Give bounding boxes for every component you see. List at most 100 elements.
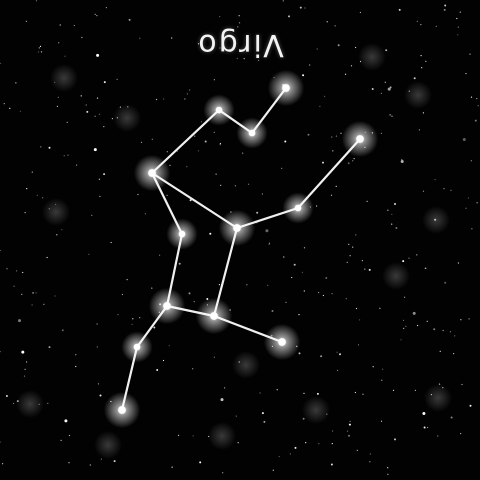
background-star	[268, 243, 270, 245]
background-star	[326, 21, 328, 23]
background-star	[303, 247, 306, 249]
background-star	[31, 171, 33, 173]
background-star	[387, 467, 389, 469]
background-star	[382, 368, 384, 370]
background-star	[301, 271, 303, 273]
background-star	[220, 398, 224, 402]
background-star	[418, 129, 420, 131]
background-star	[435, 25, 437, 27]
background-star	[457, 34, 459, 36]
background-star	[75, 354, 77, 356]
background-nebula-glows	[16, 43, 452, 459]
background-star	[387, 209, 389, 211]
background-star	[13, 402, 15, 405]
background-star	[394, 203, 396, 205]
background-star	[461, 383, 463, 386]
background-star	[309, 64, 311, 66]
background-star	[0, 351, 1, 353]
background-star	[426, 320, 428, 322]
background-star	[359, 11, 361, 14]
background-star	[18, 319, 21, 323]
background-star	[26, 361, 28, 363]
background-star	[434, 179, 436, 181]
background-star	[392, 389, 395, 391]
background-star	[331, 136, 333, 138]
background-star	[400, 339, 402, 341]
background-star	[456, 17, 458, 20]
background-star	[469, 53, 471, 55]
background-star	[331, 293, 333, 295]
background-star	[156, 369, 159, 371]
background-star	[398, 8, 401, 11]
background-star	[325, 277, 328, 279]
background-star	[126, 279, 128, 281]
background-star	[219, 15, 221, 18]
faint-star-glow	[422, 206, 450, 234]
background-star	[37, 51, 40, 53]
background-star	[344, 73, 347, 75]
background-star	[76, 164, 78, 166]
background-star	[457, 26, 459, 28]
background-star	[219, 142, 221, 145]
background-star	[352, 160, 354, 162]
faint-star-glow	[113, 104, 141, 132]
background-star	[121, 293, 123, 296]
background-star	[391, 223, 393, 225]
background-star	[188, 292, 191, 295]
background-star	[139, 317, 141, 319]
background-star	[268, 242, 271, 244]
background-star	[0, 441, 1, 443]
background-star	[22, 271, 24, 274]
background-star	[105, 7, 107, 9]
background-star	[299, 6, 302, 9]
background-star	[59, 24, 61, 26]
faint-star-glow	[424, 384, 452, 412]
background-star	[61, 329, 64, 332]
background-star	[103, 173, 106, 176]
background-star	[416, 254, 418, 256]
background-star	[67, 154, 69, 156]
background-star	[354, 391, 356, 394]
background-star	[199, 461, 202, 464]
background-star	[111, 118, 113, 120]
background-star	[352, 246, 354, 248]
background-star	[417, 324, 419, 327]
background-star	[347, 162, 350, 165]
background-star	[476, 202, 478, 204]
background-star	[236, 57, 238, 60]
background-star	[96, 53, 100, 57]
background-star	[218, 284, 220, 286]
background-star	[421, 67, 423, 69]
background-star	[261, 412, 264, 415]
background-star	[242, 152, 244, 154]
background-star	[369, 453, 371, 455]
background-star	[193, 301, 195, 303]
background-star	[320, 355, 323, 358]
background-star	[324, 95, 326, 97]
background-star	[32, 291, 35, 294]
background-star	[24, 368, 26, 370]
background-star	[335, 185, 337, 187]
background-star	[381, 379, 383, 381]
background-star	[40, 51, 43, 53]
background-star	[64, 419, 68, 423]
background-star	[305, 442, 307, 444]
background-star	[476, 98, 478, 100]
background-star	[330, 463, 333, 466]
background-star	[348, 243, 350, 245]
background-star	[1, 463, 4, 465]
background-star	[15, 82, 17, 84]
background-star	[24, 212, 26, 214]
background-star	[316, 392, 319, 395]
background-star	[316, 48, 318, 50]
background-star	[35, 0, 38, 2]
background-star	[304, 7, 306, 9]
background-star	[470, 96, 473, 98]
background-star	[281, 167, 283, 169]
background-star	[459, 11, 461, 13]
background-star	[362, 393, 364, 395]
background-star	[243, 58, 245, 60]
background-star	[372, 366, 374, 368]
background-star	[200, 121, 203, 123]
